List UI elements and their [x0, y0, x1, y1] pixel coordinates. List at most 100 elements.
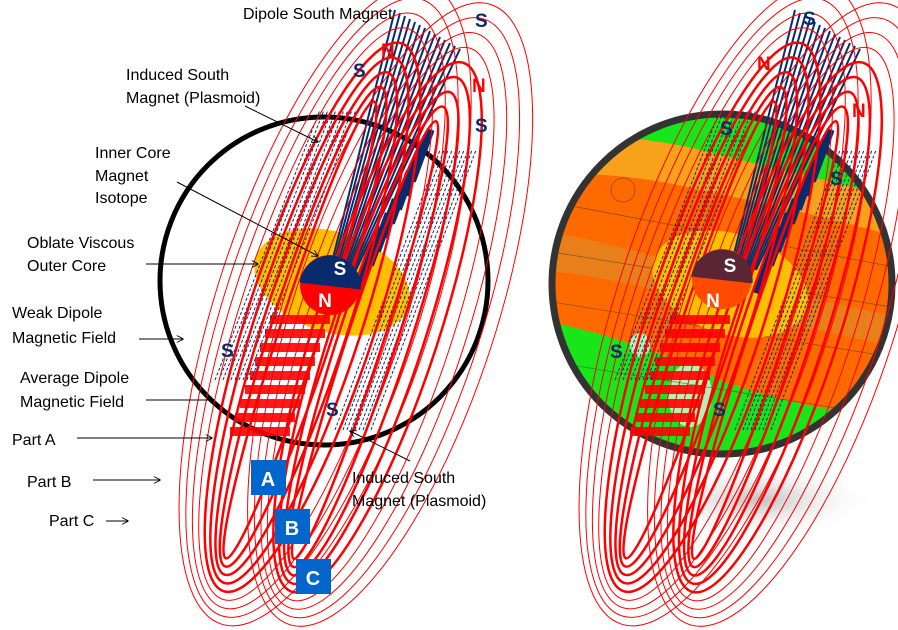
labels: Dipole South Magnet Induced South Magnet…: [12, 6, 486, 530]
induced-field-line: [634, 109, 741, 381]
induced-field-line: [618, 109, 725, 381]
label-average-dipole: Magnetic Field: [20, 394, 124, 411]
label-outer-core: Oblate Viscous: [27, 235, 134, 252]
pole-n: N: [381, 41, 395, 62]
dipole-field-line: [647, 2, 898, 627]
pole-s: S: [610, 342, 623, 363]
north-magnet-block: [260, 343, 320, 352]
label-inner-core: Inner Core: [95, 145, 171, 162]
dipole-field-line: [203, 41, 422, 594]
label-induced-south-bottom: Magnet (Plasmoid): [352, 493, 486, 510]
pole-n: N: [852, 101, 866, 122]
induced-field-line: [242, 109, 349, 381]
label-inner-core: Isotope: [95, 190, 148, 207]
induced-field-line: [226, 109, 333, 381]
south-field-line: [351, 42, 451, 271]
north-magnet-block: [670, 315, 730, 324]
south-field-line: [731, 12, 801, 271]
label-weak-dipole: Magnetic Field: [12, 330, 116, 347]
pole-s: S: [475, 116, 488, 137]
pole-s: S: [803, 9, 816, 30]
label-outer-core: Outer Core: [27, 258, 106, 275]
north-magnet-block: [635, 413, 695, 422]
label-part-c: Part C: [49, 513, 94, 530]
dipole-field-line: [198, 27, 434, 601]
induced-field-line: [250, 109, 357, 381]
north-magnet-block: [240, 399, 300, 408]
dipole-field-line: [682, 90, 860, 577]
dipole-field-line: [591, 12, 846, 610]
core-north-label: N: [318, 291, 332, 312]
pole-s: S: [353, 61, 366, 82]
dipole-field-line: [185, 0, 459, 618]
induced-field-line: [614, 109, 721, 381]
south-field-line: [743, 30, 831, 271]
south-field-line: [745, 33, 836, 271]
induced-field-line: [626, 109, 733, 381]
pole-s: S: [221, 341, 234, 362]
north-magnet-block: [660, 343, 720, 352]
dipole-field-line: [218, 85, 388, 568]
induced-field-line: [222, 109, 329, 381]
label-induced-south-bottom: Induced South: [352, 470, 455, 487]
pole-n: N: [472, 76, 486, 97]
dipole-field-line: [209, 56, 410, 585]
label-induced-south-top: Induced South: [126, 67, 229, 84]
box-a: A: [251, 460, 286, 495]
induced-field-line: [214, 109, 321, 381]
label-induced-south-top: Magnet (Plasmoid): [126, 90, 260, 107]
label-dipole-south-magnet: Dipole South Magnet: [243, 6, 393, 23]
dipole-field-line: [687, 105, 850, 569]
box-b: B: [275, 509, 310, 544]
north-magnet-block: [640, 399, 700, 408]
induced-field-line: [642, 109, 749, 381]
north-magnet-block: [235, 413, 295, 422]
label-part-a: Part A: [12, 432, 56, 449]
pole-n: N: [757, 54, 771, 75]
label-weak-dipole: Weak Dipole: [12, 305, 103, 322]
dipole-field-line: [191, 12, 446, 610]
label-average-dipole: Average Dipole: [20, 370, 129, 387]
induced-field-line: [234, 109, 341, 381]
dipole-field-line: [603, 41, 822, 594]
dipole-field-line: [618, 85, 788, 568]
north-magnet-block: [270, 315, 330, 324]
box-c-label: C: [306, 568, 320, 590]
induced-field-line: [622, 109, 729, 381]
pole-s: S: [830, 169, 843, 190]
north-magnet-block: [230, 427, 290, 436]
south-field-line: [729, 9, 796, 271]
pole-s: S: [326, 400, 339, 421]
dipole-field-line: [178, 0, 472, 627]
pole-letters: S N S N S S S S N N S S S S: [221, 9, 866, 421]
south-field-line: [345, 33, 436, 271]
north-magnet-block: [265, 329, 325, 338]
north-magnet-block: [665, 329, 725, 338]
north-magnet-block: [250, 371, 310, 380]
north-magnet-block: [630, 427, 690, 436]
dipole-field-line: [614, 70, 799, 577]
dipole-field-line: [677, 75, 872, 586]
box-b-label: B: [285, 518, 299, 540]
label-inner-core: Magnet: [95, 168, 149, 185]
dipole-field-line: [247, 2, 534, 627]
dipole-field-line: [287, 105, 450, 569]
south-field-line: [329, 9, 396, 271]
south-field-line: [751, 42, 851, 271]
box-a-label: A: [261, 469, 275, 491]
north-magnet-block: [245, 385, 305, 394]
label-part-b: Part B: [27, 474, 71, 491]
part-boxes: A B C: [251, 460, 331, 594]
north-magnet-block: [645, 385, 705, 394]
dipole-field-line: [282, 90, 460, 577]
dipole-field-line: [578, 0, 872, 627]
core-north-label: N: [706, 291, 720, 312]
pole-s: S: [720, 119, 733, 140]
inner-core-magnet-left: S N: [299, 255, 361, 315]
induced-field-line: [650, 109, 757, 381]
dipole-field-line: [214, 70, 399, 577]
box-c: C: [296, 559, 331, 594]
dipole-field-line: [609, 56, 810, 585]
core-south-label: S: [334, 259, 347, 280]
